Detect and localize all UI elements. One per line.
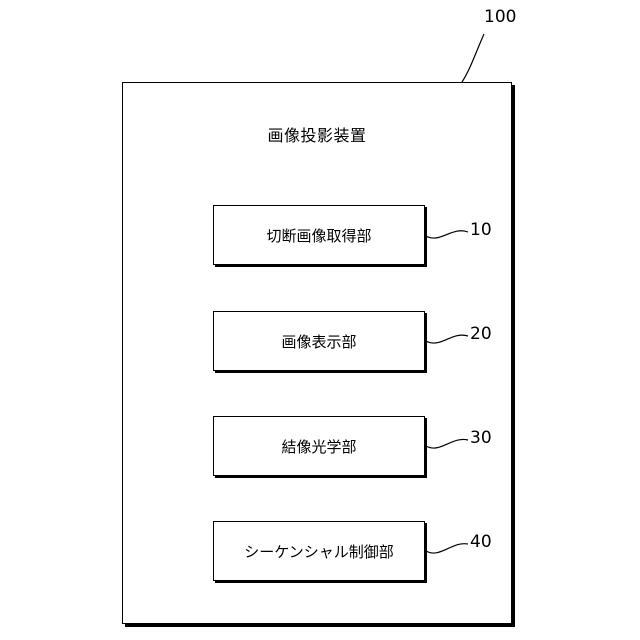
block-label: 結像光学部 [281, 436, 356, 457]
ref-label-20: 20 [470, 326, 492, 343]
leader-line-100 [462, 34, 484, 82]
block-image-display: 画像表示部 [213, 311, 425, 371]
block-label: 切断画像取得部 [266, 225, 371, 246]
ref-label-40: 40 [470, 534, 492, 551]
ref-label-10: 10 [470, 222, 492, 239]
ref-label-30: 30 [470, 430, 492, 447]
device-title: 画像投影装置 [122, 122, 512, 146]
block-label: シーケンシャル制御部 [244, 541, 394, 562]
block-label: 画像表示部 [281, 331, 356, 352]
block-cut-image-acquisition: 切断画像取得部 [213, 205, 425, 265]
block-imaging-optics: 結像光学部 [213, 416, 425, 476]
block-sequential-control: シーケンシャル制御部 [213, 521, 425, 581]
ref-label-100: 100 [484, 9, 516, 26]
